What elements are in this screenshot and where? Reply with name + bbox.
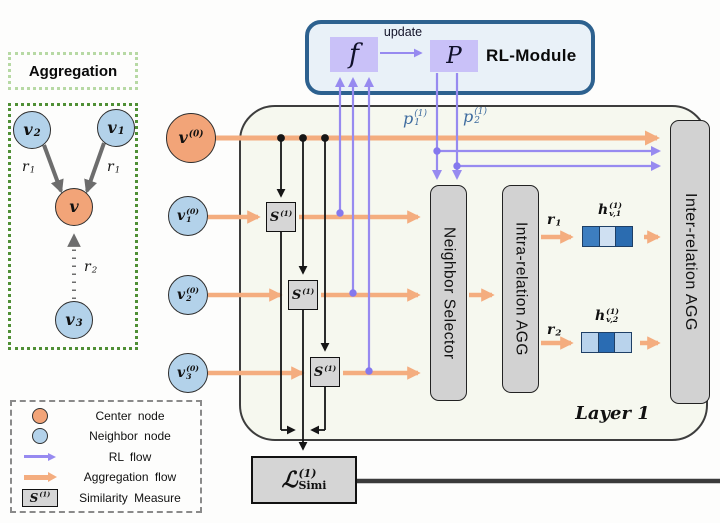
vector-cell	[614, 332, 632, 353]
agg-node-center-label: v	[69, 197, 79, 216]
legend-box: Center node Neighbor node RL flow Aggreg…	[10, 400, 202, 513]
rl-policy-p-label: P	[446, 43, 462, 69]
vector-cell	[581, 332, 599, 353]
legend-item-similarity-measure: S(1) Similarity Measure	[16, 488, 196, 508]
legend-label: Center node	[95, 408, 165, 423]
agg-node-center: v	[55, 188, 93, 226]
similarity-box-2: S(1)	[288, 280, 318, 310]
rl-module-title: RL-Module	[486, 46, 577, 65]
agg-node-v1-label: v	[107, 118, 117, 137]
similarity-measure-swatch: S(1)	[22, 488, 58, 507]
inter-relation-agg-module: Inter-relation AGG	[670, 120, 710, 404]
legend-item-neighbor-node: Neighbor node	[16, 426, 196, 446]
rl-function-f-box: f	[330, 37, 378, 72]
input-node-v1: v(0)1	[168, 196, 208, 236]
legend-item-center-node: Center node	[16, 406, 196, 426]
vector-cell	[597, 332, 616, 353]
legend-label: RL flow	[108, 449, 152, 464]
agg-node-v3-label: v	[65, 310, 75, 329]
rl-function-f-label: f	[349, 39, 359, 70]
h1-label: h(1)v,1	[597, 200, 623, 218]
legend-item-rl-flow: RL flow	[16, 447, 196, 467]
center-node-swatch	[32, 407, 48, 424]
p1-label: p(1)1	[403, 109, 427, 129]
intra-relation-agg-module: Intra-relation AGG	[502, 185, 539, 393]
aggregation-title-box: Aggregation	[8, 52, 138, 90]
embedding-vector-h1	[582, 226, 633, 247]
legend-item-aggregation-flow: Aggregation flow	[16, 467, 196, 487]
aggregation-title: Aggregation	[28, 62, 118, 80]
vector-cell	[615, 226, 633, 247]
update-label: update	[383, 25, 423, 39]
embedding-vector-h2	[581, 332, 632, 353]
legend-label: Similarity Measure	[79, 490, 181, 505]
aggregation-graph-box	[8, 103, 138, 350]
p2-label: p(1)2	[463, 107, 487, 127]
legend-label: Neighbor node	[89, 429, 171, 443]
vector-cell	[582, 226, 600, 247]
h2-label: h(1)v,2	[594, 306, 620, 324]
neighbor-node-swatch	[32, 428, 48, 444]
neighbor-selector-module: Neighbor Selector	[430, 185, 467, 401]
input-node-v3: v(0)3	[168, 353, 208, 393]
input-node-v2: v(0)2	[168, 275, 208, 315]
input-node-v0: v(0)	[166, 113, 216, 163]
similarity-box-1: S(1)	[266, 202, 296, 232]
rl-flow-arrow-swatch	[24, 452, 56, 461]
vector-cell	[598, 226, 617, 247]
layer-1-label: Layer 1	[575, 403, 650, 424]
rl-policy-p-box: P	[430, 40, 478, 72]
legend-label: Aggregation flow	[83, 470, 177, 484]
layer-1-box	[239, 105, 708, 441]
agg-node-v2-label: v	[23, 120, 33, 139]
aggregation-flow-arrow-swatch	[23, 472, 57, 482]
similarity-box-3: S(1)	[310, 357, 340, 387]
similarity-loss-box: ℒ(1)Simi	[251, 456, 357, 504]
